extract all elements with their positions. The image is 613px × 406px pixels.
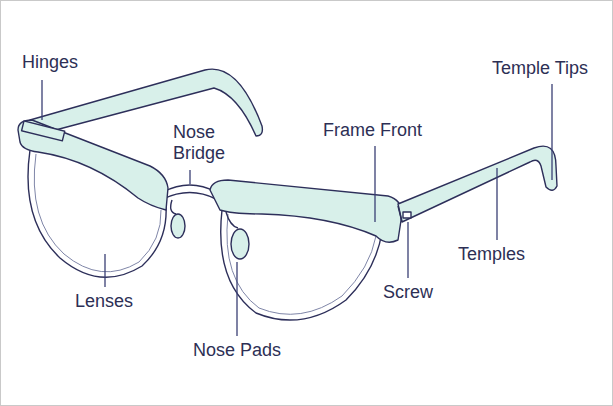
leader-line: [374, 146, 375, 222]
right-browline: [210, 180, 402, 242]
left-temple: [30, 69, 262, 136]
part-label: Temples: [458, 244, 525, 265]
leader-line: [236, 262, 237, 336]
pad-arm: [171, 200, 176, 214]
leader-line: [104, 254, 105, 287]
right-temple: [398, 146, 557, 222]
leader-line: [551, 84, 552, 180]
nose-pad: [231, 229, 249, 259]
right-rim: [227, 214, 376, 314]
screw: [403, 212, 411, 218]
leader-line: [189, 170, 190, 184]
part-label: Screw: [383, 282, 433, 303]
nose-bridge: [163, 193, 216, 200]
part-label: Temple Tips: [492, 58, 588, 79]
leader-line: [496, 168, 497, 240]
leader-line: [41, 80, 42, 120]
hinge: [22, 121, 65, 141]
leader-line: [407, 222, 408, 278]
nose-bridge: [163, 185, 216, 192]
pad-arm: [226, 212, 238, 228]
part-label: Nose Bridge: [173, 122, 245, 164]
part-label: Frame Front: [323, 120, 422, 141]
nose-pad: [171, 214, 185, 238]
left-browline: [18, 120, 168, 210]
part-label: Nose Pads: [193, 340, 281, 361]
hinge: [398, 206, 402, 222]
part-label: Hinges: [22, 52, 78, 73]
part-label: Lenses: [75, 291, 133, 312]
